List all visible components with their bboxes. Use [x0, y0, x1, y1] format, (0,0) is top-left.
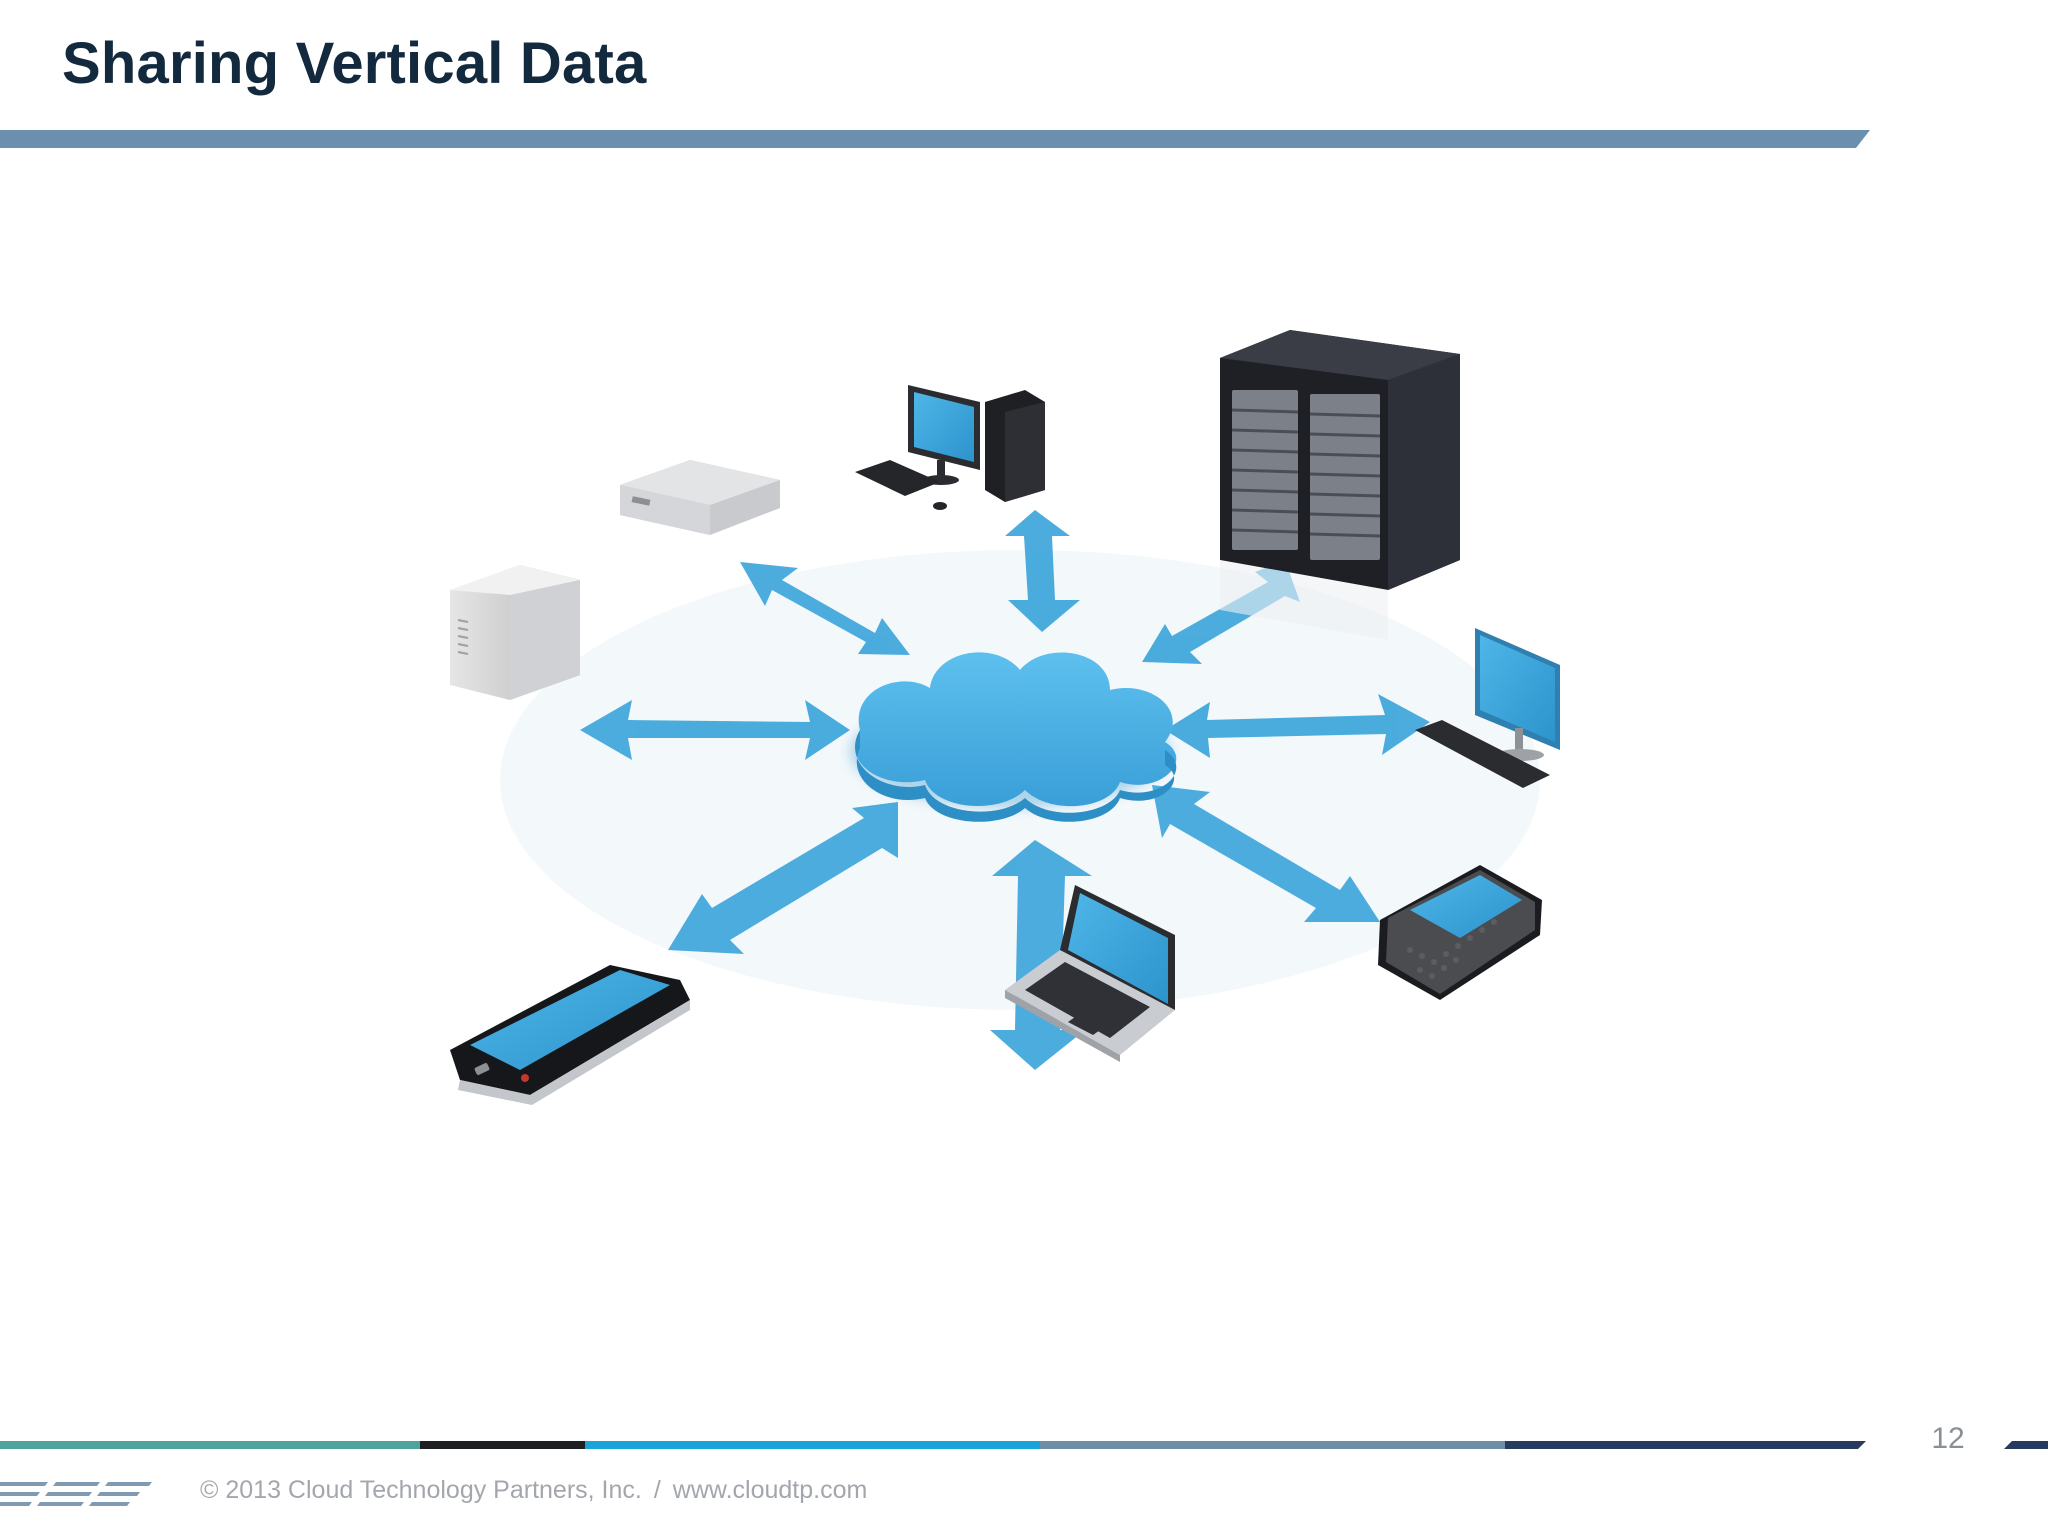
title-rule — [0, 130, 1870, 148]
touchscreen-phone-icon — [450, 965, 690, 1105]
arrow-lower-left — [668, 802, 898, 954]
monitor-keyboard-icon — [1415, 628, 1560, 788]
slide-title: Sharing Vertical Data — [62, 31, 647, 96]
server-rack-icon — [1220, 330, 1460, 640]
cloud-icon — [850, 652, 1177, 822]
network-illustration — [450, 330, 1560, 1105]
desktop-computer-icon — [855, 385, 1045, 510]
company-logo-icon — [0, 1482, 152, 1506]
arrow-upper-left — [740, 562, 910, 655]
footer-separator: / — [653, 1476, 661, 1504]
tower-server-icon — [450, 565, 580, 700]
arrow-bottom — [990, 840, 1092, 1070]
website-link[interactable]: www.cloudtp.com — [672, 1476, 868, 1504]
arrow-lower-right — [1152, 785, 1380, 922]
arrow-left — [580, 700, 850, 760]
footer-color-bar — [0, 1441, 2048, 1449]
arrow-top — [1005, 510, 1080, 632]
laptop-icon — [1005, 885, 1175, 1062]
arrow-right — [1165, 694, 1430, 758]
copyright-text: © 2013 Cloud Technology Partners, Inc. — [200, 1476, 642, 1504]
smartphone-qwerty-icon — [1378, 865, 1542, 1000]
page-number: 12 — [1931, 1422, 1965, 1455]
storage-drive-icon — [620, 460, 780, 535]
arrow-upper-right — [1142, 560, 1300, 664]
footer-copyright: © 2013 Cloud Technology Partners, Inc. / w… — [200, 1476, 867, 1505]
